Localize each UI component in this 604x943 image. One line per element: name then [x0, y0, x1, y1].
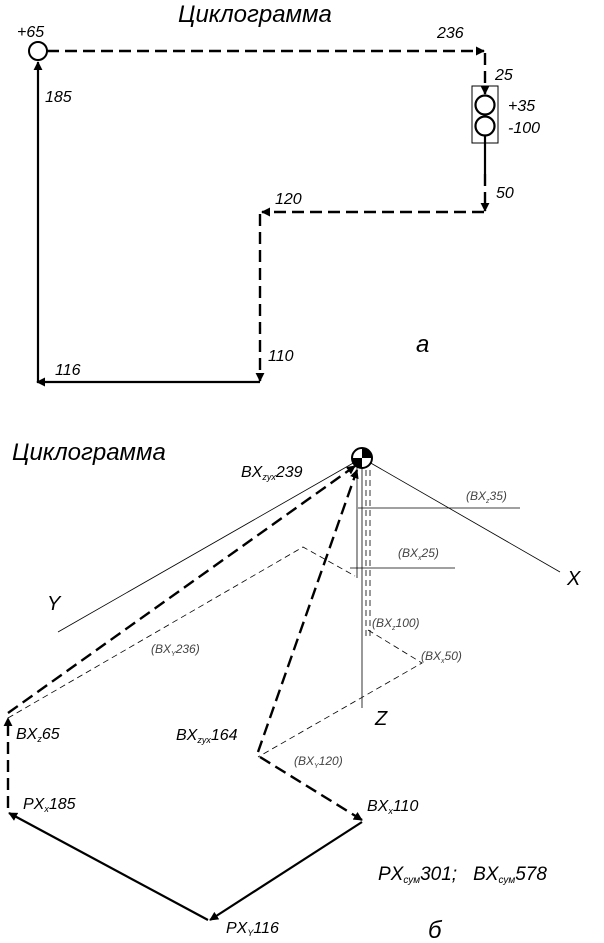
- summary-totals: PXсум301;BXсум578: [378, 864, 547, 886]
- label-236: 236: [436, 25, 464, 42]
- label-bx-z100: (BXz100): [372, 616, 420, 632]
- start-position-circle: [28, 41, 48, 61]
- path-px-y116: [209, 821, 363, 921]
- panel-a: Циклограмма +65 236 25 +35 -100 50 120 1…: [17, 1, 540, 387]
- label-minus-100: -100: [508, 120, 540, 137]
- label-px-x185: PXx185: [23, 796, 76, 814]
- label-120: 120: [275, 191, 302, 208]
- label-px-y116: PXY116: [226, 920, 279, 938]
- label-116: 116: [55, 362, 81, 379]
- axis-y-line: [57, 457, 363, 633]
- grip-circle-top: [474, 94, 496, 116]
- label-185: 185: [45, 89, 72, 106]
- label-start-65: +65: [17, 24, 44, 41]
- label-25: 25: [494, 67, 513, 84]
- axis-z-label: Z: [374, 708, 388, 730]
- panel-b-letter: б: [428, 917, 443, 943]
- label-bx-z35: (BXz35): [466, 489, 507, 505]
- proj-x50-y120-path: [257, 629, 423, 758]
- grip-circle-bottom: [474, 115, 496, 137]
- panel-a-title: Циклограмма: [178, 1, 332, 28]
- label-bx-zyx-239: BXzyx239: [241, 464, 303, 482]
- label-bx-x110: BXx110: [367, 798, 418, 816]
- label-bx-x25: (BXx25): [398, 546, 439, 562]
- label-bx-y120: (BXY120): [294, 754, 343, 770]
- panel-b: Циклограмма Y X Z (BXz35) (BXx25) (BXz10…: [3, 439, 581, 943]
- path-bx-zyx-239: [7, 465, 356, 714]
- path-bx-x110: [259, 755, 363, 822]
- axis-x-label: X: [566, 568, 581, 590]
- label-bx-zyx-164: BXzyx164: [176, 727, 238, 745]
- label-bx-y236: (BXY236): [151, 642, 200, 658]
- label-50: 50: [496, 185, 514, 202]
- axis-x-line: [361, 457, 561, 573]
- panel-a-letter: а: [416, 331, 429, 358]
- proj-y236-path: [7, 546, 356, 719]
- path-px-x185: [8, 812, 209, 921]
- label-110: 110: [268, 348, 294, 365]
- panel-b-title: Циклограмма: [12, 439, 166, 466]
- label-bx-z65: BXz65: [16, 726, 60, 744]
- axis-y-label: Y: [47, 593, 62, 615]
- label-plus-35: +35: [508, 98, 535, 115]
- path-bx-zyx-164-up: [256, 469, 359, 753]
- origin-marker-icon: [351, 447, 373, 469]
- label-bx-x50: (BXx50): [421, 649, 462, 665]
